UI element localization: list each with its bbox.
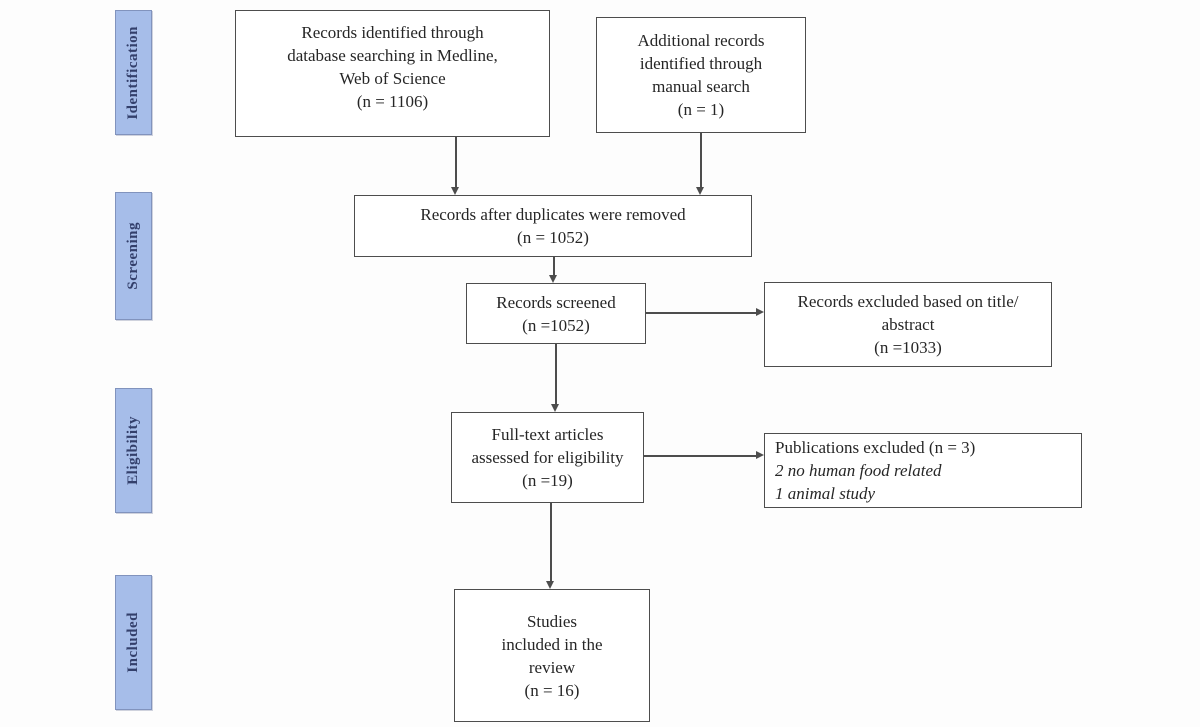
box-records-identified-text: Records identified through database sear… [287,23,498,111]
box-fulltext-assessed: Full-text articles assessed for eligibil… [451,412,644,503]
arrowhead-screened-to-fulltext [551,404,559,412]
arrowhead-fulltext-to-publications-excluded [756,451,764,459]
arrowhead-fulltext-to-included [546,581,554,589]
arrowhead-duplicates-to-screened [549,275,557,283]
box-records-identified: Records identified through database sear… [235,10,550,137]
arrowhead-identified-to-duplicates [451,187,459,195]
box-records-screened: Records screened (n =1052) [466,283,646,344]
stage-label-screening-text: Screening [125,222,141,290]
box-records-excluded-text: Records excluded based on title/ abstrac… [797,292,1019,357]
box-fulltext-assessed-text: Full-text articles assessed for eligibil… [471,425,624,490]
stage-label-included-text: Included [125,612,141,673]
stage-label-included: Included [115,575,152,710]
box-records-excluded: Records excluded based on title/ abstrac… [764,282,1052,367]
connector-screened-to-excluded [646,312,757,314]
connector-fulltext-to-included [550,503,552,582]
arrowhead-screened-to-excluded [756,308,764,316]
box-additional-records-text: Additional records identified through ma… [637,31,765,119]
box-additional-records: Additional records identified through ma… [596,17,806,133]
stage-label-eligibility: Eligibility [115,388,152,513]
stage-label-identification: Identification [115,10,152,135]
connector-additional-to-duplicates [700,133,702,188]
box-studies-included: Studies included in the review (n = 16) [454,589,650,722]
box-after-duplicates: Records after duplicates were removed (n… [354,195,752,257]
connector-screened-to-fulltext [555,344,557,405]
connector-duplicates-to-screened [553,257,555,276]
stage-label-screening: Screening [115,192,152,320]
stage-label-identification-text: Identification [125,25,141,120]
arrowhead-additional-to-duplicates [696,187,704,195]
stage-label-eligibility-text: Eligibility [125,416,141,485]
connector-fulltext-to-publications-excluded [644,455,757,457]
box-records-screened-text: Records screened (n =1052) [496,292,616,335]
box-publications-excluded-reasons: 2 no human food related 1 animal study [775,461,942,503]
connector-identified-to-duplicates [455,137,457,188]
box-after-duplicates-text: Records after duplicates were removed (n… [420,205,686,247]
box-studies-included-text: Studies included in the review (n = 16) [501,611,603,700]
box-publications-excluded-title: Publications excluded (n = 3) [775,438,976,457]
box-publications-excluded: Publications excluded (n = 3) 2 no human… [764,433,1082,508]
